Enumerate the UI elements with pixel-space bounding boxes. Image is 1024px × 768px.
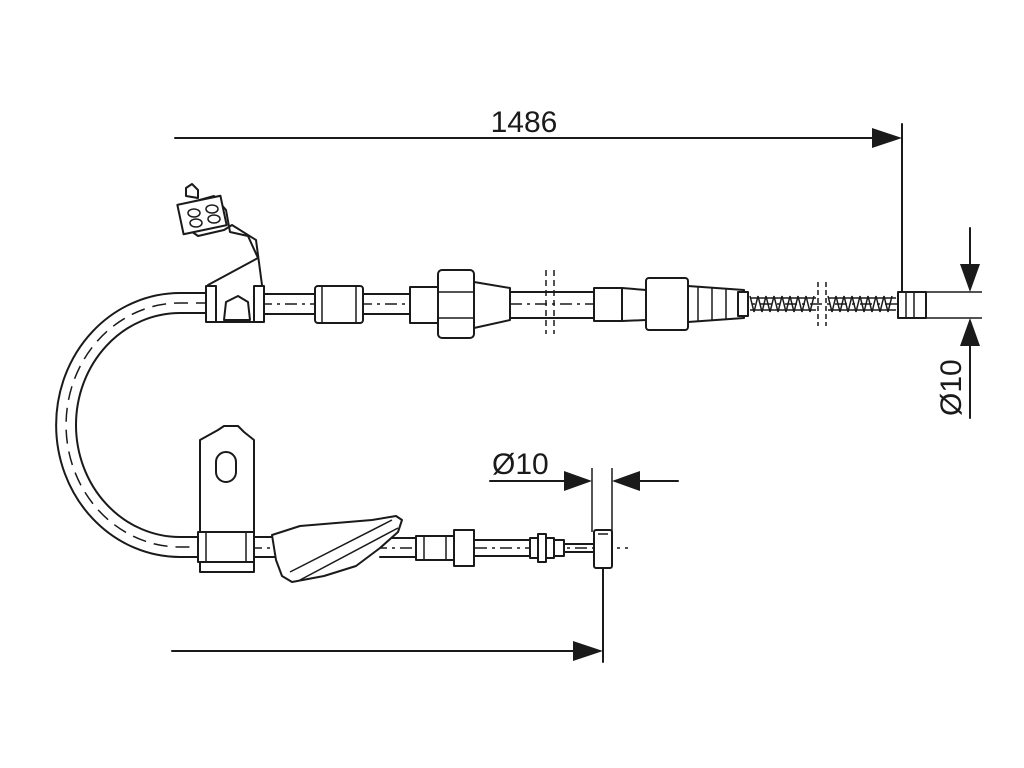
length-dimension-label: 1486 (491, 106, 558, 139)
grommet (409, 269, 511, 339)
right-end-fitting (897, 291, 927, 319)
bottom-diameter-dimension: Ø10 (489, 448, 679, 532)
sleeve-1 (314, 285, 364, 324)
cable-sheath-bend (55, 292, 211, 558)
upper-mounting-bracket (176, 183, 265, 323)
break-mark-2 (817, 282, 827, 326)
length-dimension: 1486 (174, 106, 903, 313)
lower-sleeve (415, 535, 455, 561)
lower-cable (197, 425, 628, 583)
right-diameter-label: Ø10 (935, 359, 968, 416)
spring-1 (749, 295, 815, 313)
break-mark-1 (545, 270, 555, 334)
right-diameter-dimension: Ø10 (900, 227, 982, 419)
adjuster-housing (645, 277, 749, 331)
bottom-diameter-label: Ø10 (492, 448, 549, 481)
bottom-length-dimension (171, 567, 604, 663)
clip-plate (271, 515, 403, 583)
lower-mounting-bracket (197, 425, 255, 573)
lower-end-fitting (529, 529, 613, 569)
upper-cable (176, 183, 927, 339)
sleeve-2 (593, 287, 623, 322)
spring-2 (827, 295, 893, 313)
